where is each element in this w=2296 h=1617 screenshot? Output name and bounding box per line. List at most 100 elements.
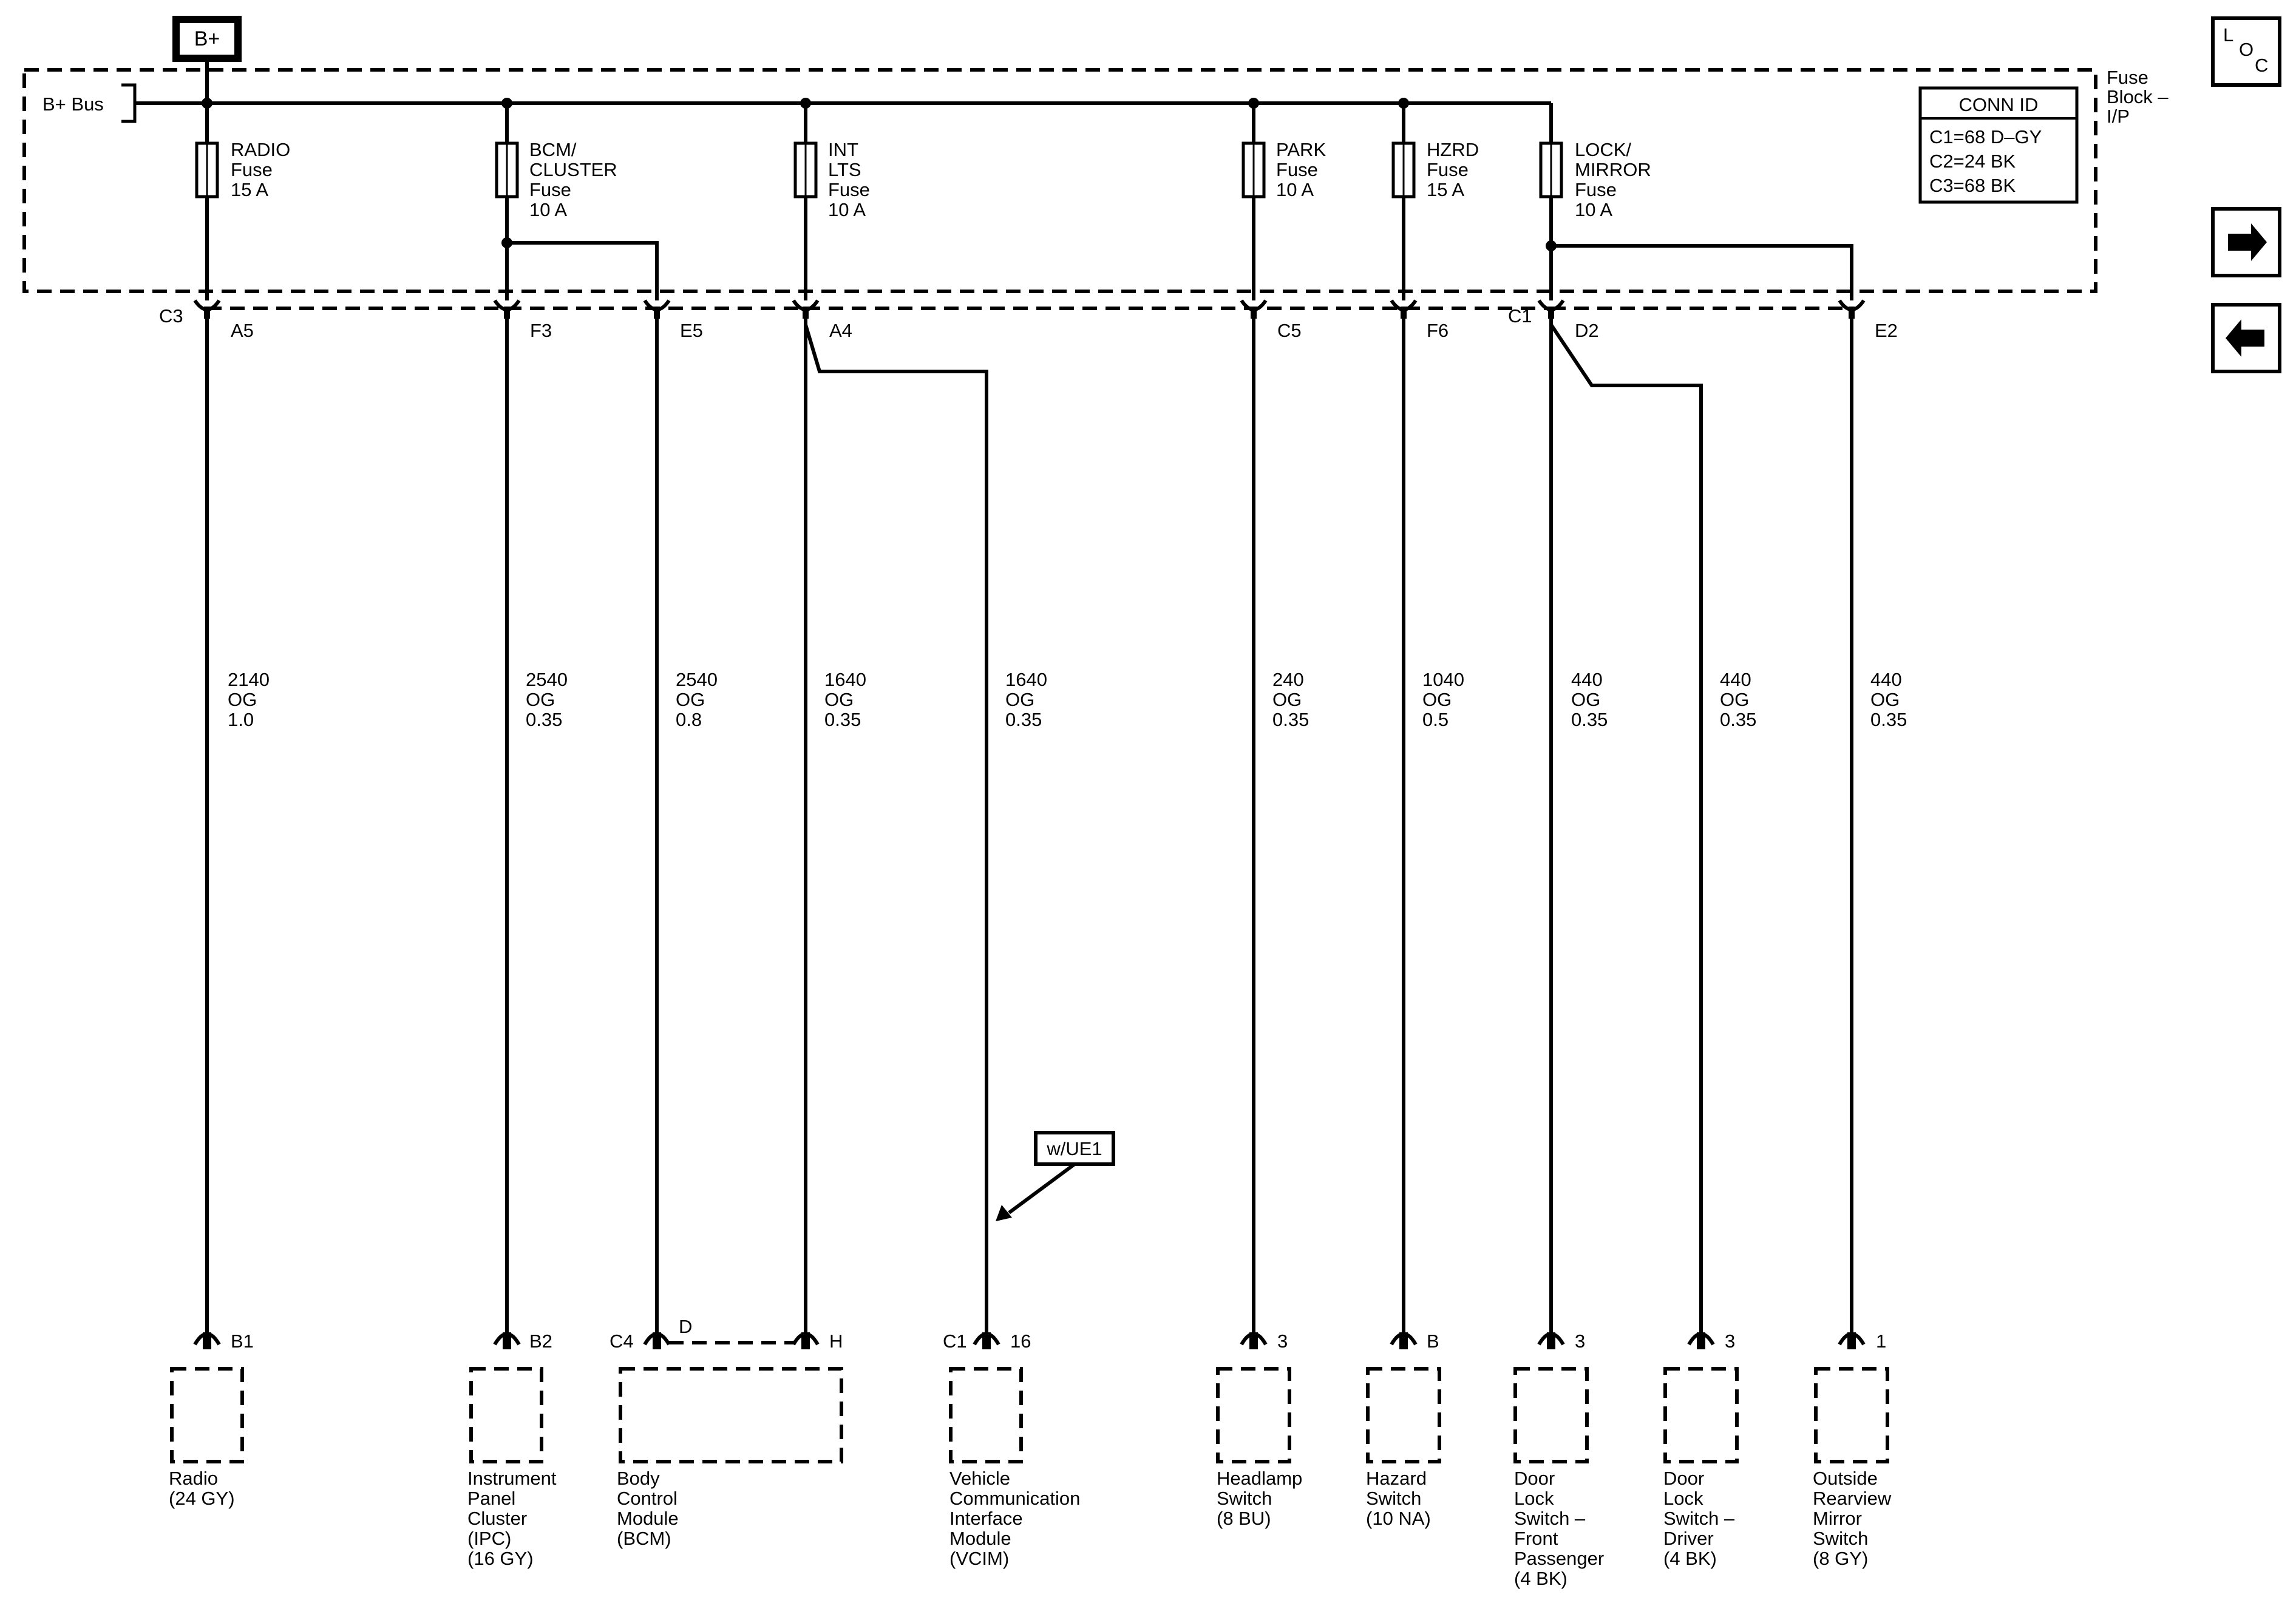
svg-text:2540: 2540 [676,669,718,690]
svg-text:CLUSTER: CLUSTER [529,159,617,180]
svg-text:Mirror: Mirror [1813,1508,1862,1529]
svg-text:Switch: Switch [1813,1528,1868,1549]
svg-text:Rearview: Rearview [1813,1488,1892,1509]
svg-text:(24 GY): (24 GY) [169,1488,235,1509]
svg-text:Switch –: Switch – [1514,1508,1586,1529]
arrow-right-icon [2228,223,2267,261]
svg-text:OG: OG [1272,689,1302,710]
svg-text:LTS: LTS [828,159,861,180]
svg-text:Passenger: Passenger [1514,1548,1604,1569]
pin-label: E5 [680,320,703,341]
wire-label: 440 OG 0.35 [1720,669,1756,730]
svg-text:OG: OG [1870,689,1900,710]
component-label-door-driver: Door Lock Switch – Driver (4 BK) [1663,1468,1735,1569]
fuse-bcm-cluster: BCM/ CLUSTER Fuse 10 A [495,103,659,300]
svg-text:Radio: Radio [169,1468,218,1489]
connector-label: C4 [610,1331,634,1352]
component-boxes [170,1367,1889,1463]
svg-text:OG: OG [1571,689,1600,710]
svg-text:440: 440 [1571,669,1603,690]
component-headlamp-box [1216,1367,1291,1463]
pin-label: A4 [829,320,852,341]
svg-text:10 A: 10 A [529,199,567,220]
svg-text:1640: 1640 [824,669,866,690]
loc-letter: L [2223,24,2233,46]
svg-text:0.35: 0.35 [1870,709,1907,730]
svg-text:1040: 1040 [1422,669,1464,690]
svg-text:Front: Front [1514,1528,1558,1549]
pin-label: F6 [1427,320,1449,341]
svg-text:Fuse: Fuse [1427,159,1469,180]
svg-text:10 A: 10 A [828,199,866,220]
svg-text:Body: Body [617,1468,660,1489]
svg-text:RADIO: RADIO [231,139,290,160]
svg-text:15 A: 15 A [231,179,268,200]
conn-id-row: C1=68 D–GY [1929,126,2042,147]
pin-label: 3 [1725,1331,1735,1352]
component-label-bcm: Body Control Module (BCM) [617,1468,679,1549]
component-label-headlamp: Headlamp Switch (8 BU) [1217,1468,1302,1529]
svg-text:Vehicle: Vehicle [949,1468,1010,1489]
option-callout: w/UE1 [996,1131,1115,1221]
svg-text:OG: OG [1005,689,1034,710]
svg-text:(16 GY): (16 GY) [467,1548,534,1569]
svg-text:0.35: 0.35 [1272,709,1309,730]
wire-label: 440 OG 0.35 [1571,669,1608,730]
wire-label: 2140 OG 1.0 [228,669,270,730]
svg-text:MIRROR: MIRROR [1575,159,1651,180]
svg-text:0.35: 0.35 [1005,709,1042,730]
pin-label: E2 [1875,320,1898,341]
component-label-hazard: Hazard Switch (10 NA) [1366,1468,1431,1529]
svg-text:(IPC): (IPC) [467,1528,511,1549]
conn-id-row: C2=24 BK [1929,151,2016,172]
fuse-int-lts: INT LTS Fuse 10 A [793,103,870,300]
component-door-driver-box [1663,1367,1739,1463]
svg-text:(VCIM): (VCIM) [949,1548,1009,1569]
pin-label: B2 [529,1331,552,1352]
svg-text:Fuse: Fuse [231,159,273,180]
fuse-hzrd: HZRD Fuse 15 A [1391,103,1479,300]
svg-text:2540: 2540 [526,669,568,690]
svg-text:OG: OG [676,689,705,710]
top-terminals: C3 C1 A5 F3 E5 A4 C5 F6 D2 E2 [159,299,1898,341]
component-ipc-box [469,1367,543,1463]
component-hazard-box [1366,1367,1441,1463]
prev-page-button[interactable] [2211,303,2281,373]
svg-text:OG: OG [526,689,555,710]
svg-text:Headlamp: Headlamp [1217,1468,1302,1489]
wire-label: 2540 OG 0.35 [526,669,568,730]
svg-text:0.35: 0.35 [824,709,861,730]
component-mirror-box [1814,1367,1889,1463]
svg-text:Module: Module [949,1528,1011,1549]
bplus-source: B+ [172,16,242,62]
component-label-radio: Radio (24 GY) [169,1468,235,1509]
svg-text:(BCM): (BCM) [617,1528,671,1549]
svg-text:Hazard: Hazard [1366,1468,1427,1489]
svg-text:Driver: Driver [1663,1528,1714,1549]
svg-text:Block –: Block – [2107,86,2169,107]
next-page-button[interactable] [2211,207,2281,277]
component-vcim-box [949,1367,1023,1463]
svg-text:Module: Module [617,1508,679,1529]
svg-text:Fuse: Fuse [529,179,571,200]
svg-text:(4 BK): (4 BK) [1514,1568,1567,1589]
svg-text:LOCK/: LOCK/ [1575,139,1631,160]
svg-text:Control: Control [617,1488,678,1509]
loc-letter: C [2255,55,2268,76]
svg-text:0.35: 0.35 [526,709,562,730]
bus-label: B+ Bus [42,93,104,115]
svg-text:Lock: Lock [1663,1488,1703,1509]
pin-label: D2 [1575,320,1599,341]
component-label-vcim: Vehicle Communication Interface Module (… [949,1468,1080,1569]
pin-label: D [679,1316,692,1337]
pin-label: 1 [1876,1331,1886,1352]
wire-label: 1640 OG 0.35 [824,669,866,730]
svg-text:(8 GY): (8 GY) [1813,1548,1868,1569]
pin-label: B1 [231,1331,254,1352]
svg-text:INT: INT [828,139,858,160]
svg-text:0.35: 0.35 [1720,709,1756,730]
loc-button[interactable]: L O C [2211,16,2281,87]
fuse-block-label: Fuse Block – I/P [2107,67,2169,127]
svg-text:I/P: I/P [2107,106,2130,127]
fuse-block-outline [22,68,2097,293]
